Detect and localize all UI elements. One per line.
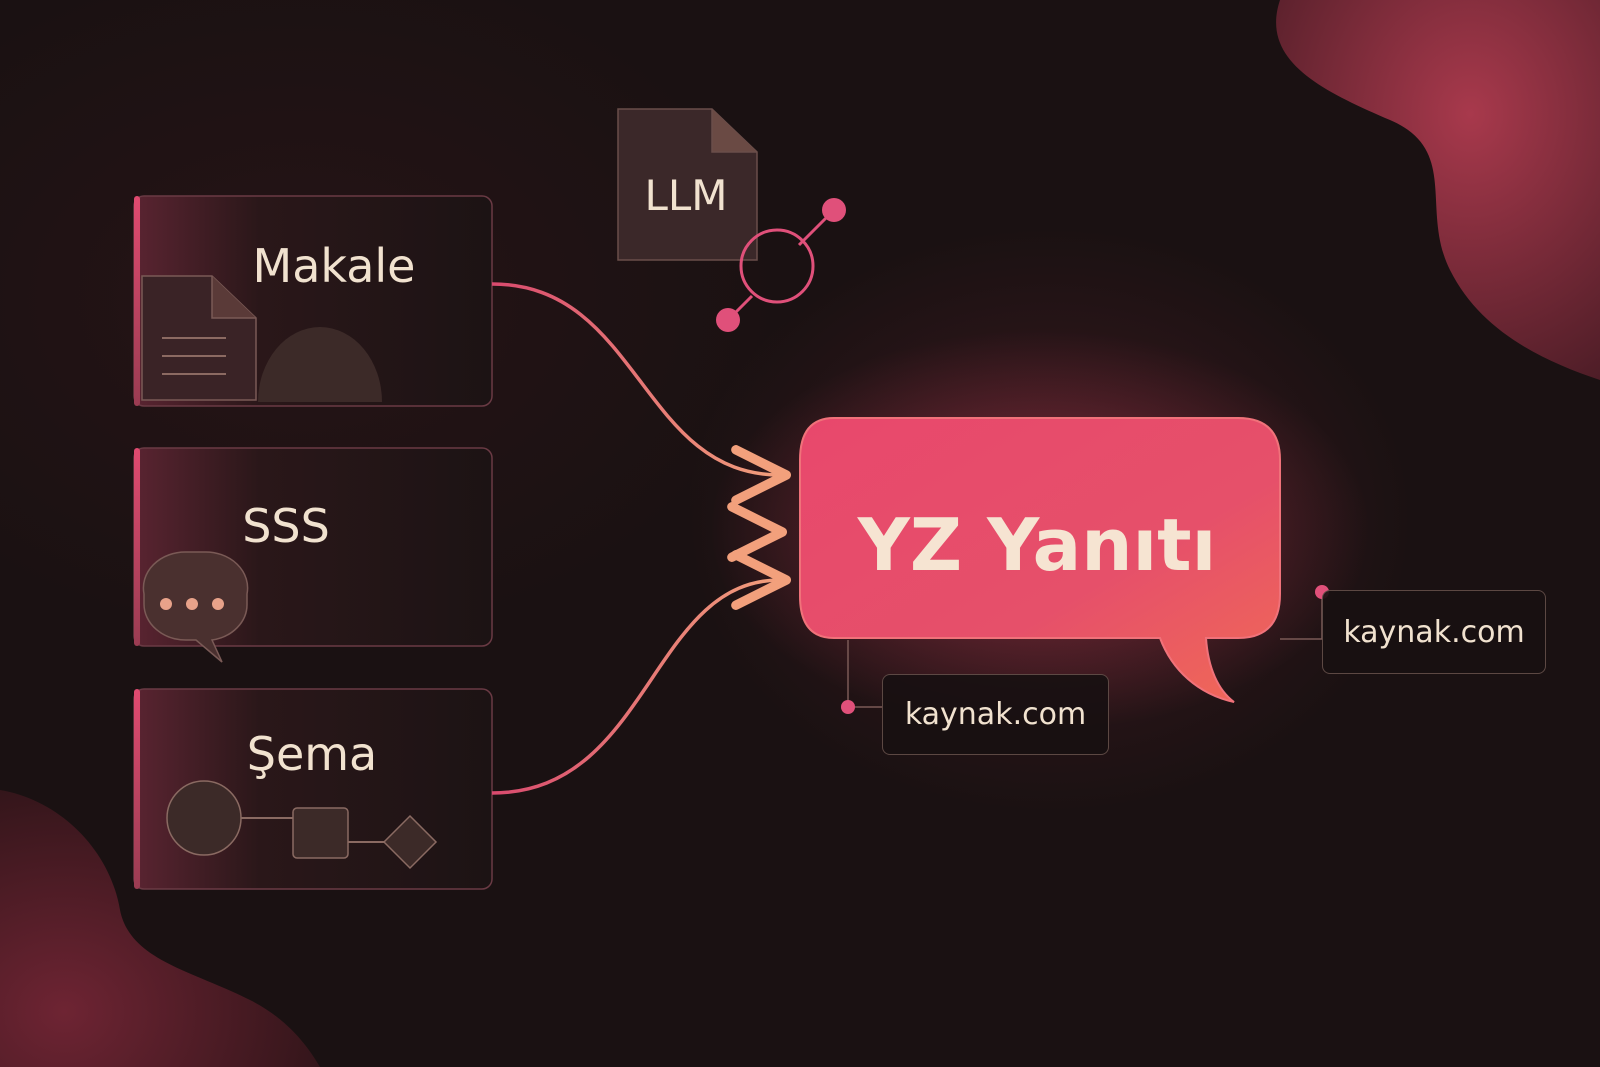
- blob-top-right: [1276, 0, 1600, 380]
- card-diagram-label: Şema: [247, 727, 378, 781]
- source-chip-left[interactable]: kaynak.com: [882, 674, 1109, 755]
- chat-bubble-icon: [142, 551, 249, 663]
- answer-bubble: [799, 417, 1281, 703]
- source-chip-left-label: kaynak.com: [904, 697, 1087, 732]
- card-faq: [133, 447, 493, 663]
- source-chip-right[interactable]: kaynak.com: [1322, 590, 1546, 674]
- llm-label: LLM: [644, 171, 727, 220]
- flowchart-icon: [166, 780, 438, 870]
- arrow-article-to-answer: [491, 282, 792, 505]
- arrow-diagram-to-answer: [491, 550, 792, 795]
- half-circle-icon: [258, 327, 382, 402]
- source-chip-right-label: kaynak.com: [1343, 614, 1525, 650]
- document-icon: [141, 275, 257, 401]
- card-diagram: [133, 688, 493, 890]
- card-article: [133, 195, 493, 407]
- blob-bottom-left: [0, 790, 320, 1067]
- answer-label: YZ Yanıtı: [857, 503, 1217, 587]
- llm-document-icon: [617, 108, 758, 261]
- network-node-icon: [716, 198, 846, 332]
- card-faq-label: SSS: [242, 499, 330, 553]
- card-article-label: Makale: [253, 239, 416, 293]
